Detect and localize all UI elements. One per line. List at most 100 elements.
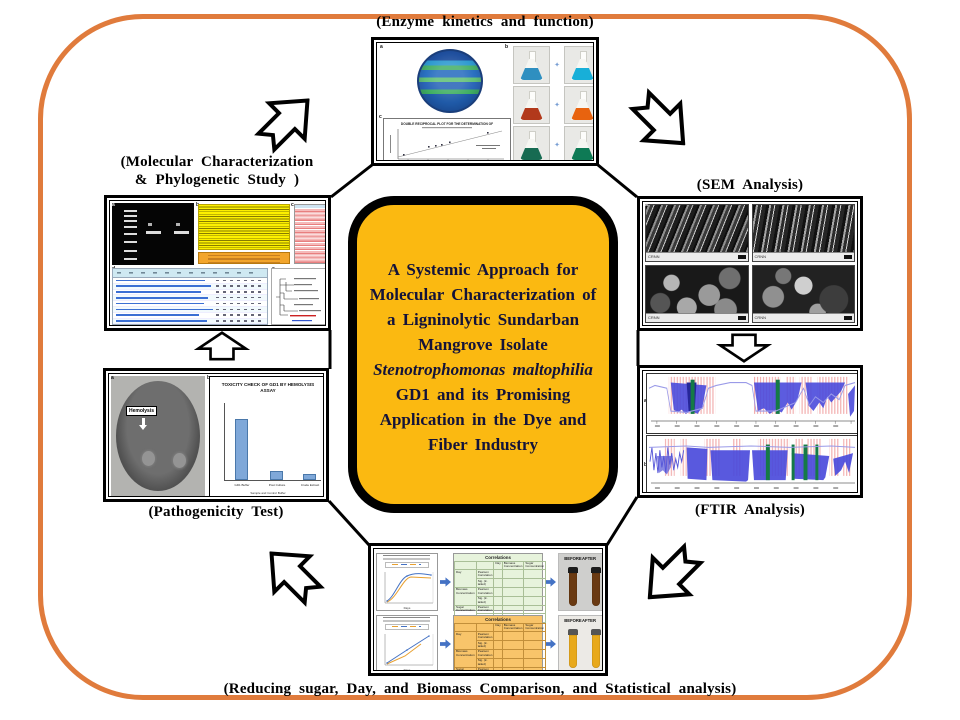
ftir-spectrum-b	[646, 435, 857, 492]
label-sem-analysis: (SEM Analysis)	[696, 177, 804, 193]
sem-image-porous: CRNN	[645, 265, 749, 323]
arrow-up-icon	[193, 331, 251, 361]
sequence-text-block	[198, 204, 290, 250]
ftir-spectrum-a	[646, 373, 857, 434]
flask-photo	[564, 46, 593, 84]
panel-pathogenicity: a Hemolysis b TOXICITY CHECK OF GD1 BY H…	[103, 368, 329, 502]
sequence-caption-banner	[198, 252, 290, 264]
hemolysis-plate-photo: Hemolysis	[111, 376, 205, 496]
hemolysis-spot	[173, 453, 186, 468]
title-line: A Systemic Approach for	[387, 260, 579, 279]
correlations-table-orange: Correlations Day Biomass Concentration S…	[453, 614, 547, 670]
title-line: Application in the Dye and	[379, 410, 587, 429]
phylogenetic-tree	[271, 268, 325, 325]
title-line: Mangrove Isolate	[418, 335, 548, 354]
label-bottom-comparison: (Reducing sugar, Day, and Biomass Compar…	[223, 681, 737, 697]
toxicity-chart-title: TOXICITY CHECK OF GD1 BY HEMOLYSIS	[221, 382, 315, 387]
before-after-photo-yellow: BEFORE AFTER	[558, 614, 602, 670]
growth-chart-1: Days	[376, 552, 438, 611]
title-line: Fiber Industry	[428, 435, 538, 454]
arrow-ne-icon	[253, 89, 319, 155]
tube	[566, 566, 579, 607]
fig-letter: a	[111, 375, 114, 381]
down-arrow-icon	[139, 418, 147, 430]
flask-liquid	[571, 108, 593, 120]
tube	[589, 628, 602, 669]
bar-post-culture	[270, 471, 283, 480]
panel-sem-analysis: a CRNN CRNN CRNN CRNN	[637, 196, 863, 331]
flask-photo	[513, 126, 550, 160]
fig-letter: c	[291, 202, 294, 208]
flow-arrow-icon	[545, 638, 556, 649]
fig-letter: b	[196, 203, 199, 208]
tree-highlighted-taxon	[290, 315, 316, 317]
gel-electrophoresis-image	[112, 203, 194, 265]
flow-arrow-icon	[440, 576, 451, 587]
label-ftir-analysis: (FTIR Analysis)	[695, 502, 805, 518]
flask-arrow-icon: ✦	[554, 102, 560, 109]
central-title-box: A Systemic Approach for Molecular Charac…	[348, 196, 618, 513]
label-molchar-line1: (Molecular Characterization	[120, 154, 314, 170]
bar-label: GD1 Buffer	[234, 483, 250, 487]
sem-caption: CRNN	[752, 252, 854, 261]
after-label: AFTER	[582, 555, 596, 561]
bar-crude-extract	[303, 474, 316, 480]
central-title: A Systemic Approach for Molecular Charac…	[357, 257, 609, 457]
toxicity-plot-area: GD1 Buffer Post Culture Crude Extract	[224, 403, 321, 487]
label-molecular-characterization: (Molecular Characterization & Phylogenet…	[97, 153, 337, 189]
flow-arrow-icon	[440, 638, 451, 649]
flask-liquid	[520, 148, 543, 160]
correlations-title: Correlations	[485, 616, 511, 622]
alignment-block	[294, 204, 325, 264]
sem-image-fibers: CRNN	[751, 204, 855, 262]
bar-label: Post Culture	[268, 483, 286, 487]
flask-liquid	[520, 68, 543, 80]
flask-photo-grid: ✦ ✦ ✦	[513, 46, 593, 160]
growth-xaxis-label: Days	[403, 605, 411, 610]
fig-letter: c	[379, 114, 382, 120]
plot-title: DOUBLE RECIPROCAL PLOT FOR THE DETERMINA…	[401, 122, 493, 126]
toxicity-xaxis-label: Sample and Control Buffer	[250, 491, 286, 495]
sem-image-fibers: CRNN	[645, 204, 749, 262]
before-label: BEFORE	[564, 617, 582, 623]
title-line-species-italic: Stenotrophomonas maltophilia	[373, 360, 593, 379]
arrow-down-icon	[715, 333, 773, 363]
growth-chart-2: Days	[376, 614, 438, 671]
growth-xaxis-label: Days	[403, 667, 411, 671]
panel-enzyme-kinetics: a b c DOUBLE RECIPROCAL PLOT FOR THE DET…	[371, 37, 599, 166]
flow-arrow-icon	[545, 576, 556, 587]
bar-label: Crude Extract	[300, 483, 320, 487]
flask-photo	[564, 86, 593, 124]
blast-table	[112, 268, 268, 325]
hemolysis-label: Hemolysis	[126, 406, 158, 416]
title-line: Molecular Characterization of	[369, 285, 597, 304]
flask-photo	[564, 126, 593, 160]
flask-liquid	[571, 68, 593, 80]
toxicity-bar-chart: TOXICITY CHECK OF GD1 BY HEMOLYSIS ASSAY…	[209, 376, 323, 496]
tube	[589, 566, 602, 607]
rounded-border-frame	[38, 14, 912, 700]
sem-caption: CRNN	[752, 313, 854, 322]
flask-arrow-icon: ✦	[554, 62, 560, 69]
sem-caption: CRNN	[646, 252, 748, 261]
toxicity-chart-title: ASSAY	[260, 388, 276, 393]
panel-ftir-analysis: a	[637, 365, 863, 498]
blast-table-header	[113, 269, 267, 278]
flask-photo	[513, 86, 550, 124]
flask-arrow-icon: ✦	[554, 142, 560, 149]
fig-letter: b	[207, 375, 211, 381]
reciprocal-plot: DOUBLE RECIPROCAL PLOT FOR THE DETERMINA…	[383, 118, 511, 160]
label-pathogenicity-test: (Pathogenicity Test)	[148, 504, 284, 520]
sem-caption: CRNN	[646, 313, 748, 322]
fig-letter: a	[645, 202, 648, 208]
fig-letter: a	[112, 202, 115, 208]
correlations-table-green: Correlations Day Biomass Concentration S…	[453, 552, 547, 624]
correlations-title: Correlations	[485, 554, 511, 560]
arrow-se-icon	[627, 87, 695, 155]
fig-letter: b	[644, 463, 647, 468]
flask-liquid	[571, 148, 593, 160]
arrow-nw-icon	[260, 541, 326, 609]
label-molchar-line2: & Phylogenetic Study )	[134, 172, 300, 188]
fig-letter: a	[644, 399, 647, 404]
